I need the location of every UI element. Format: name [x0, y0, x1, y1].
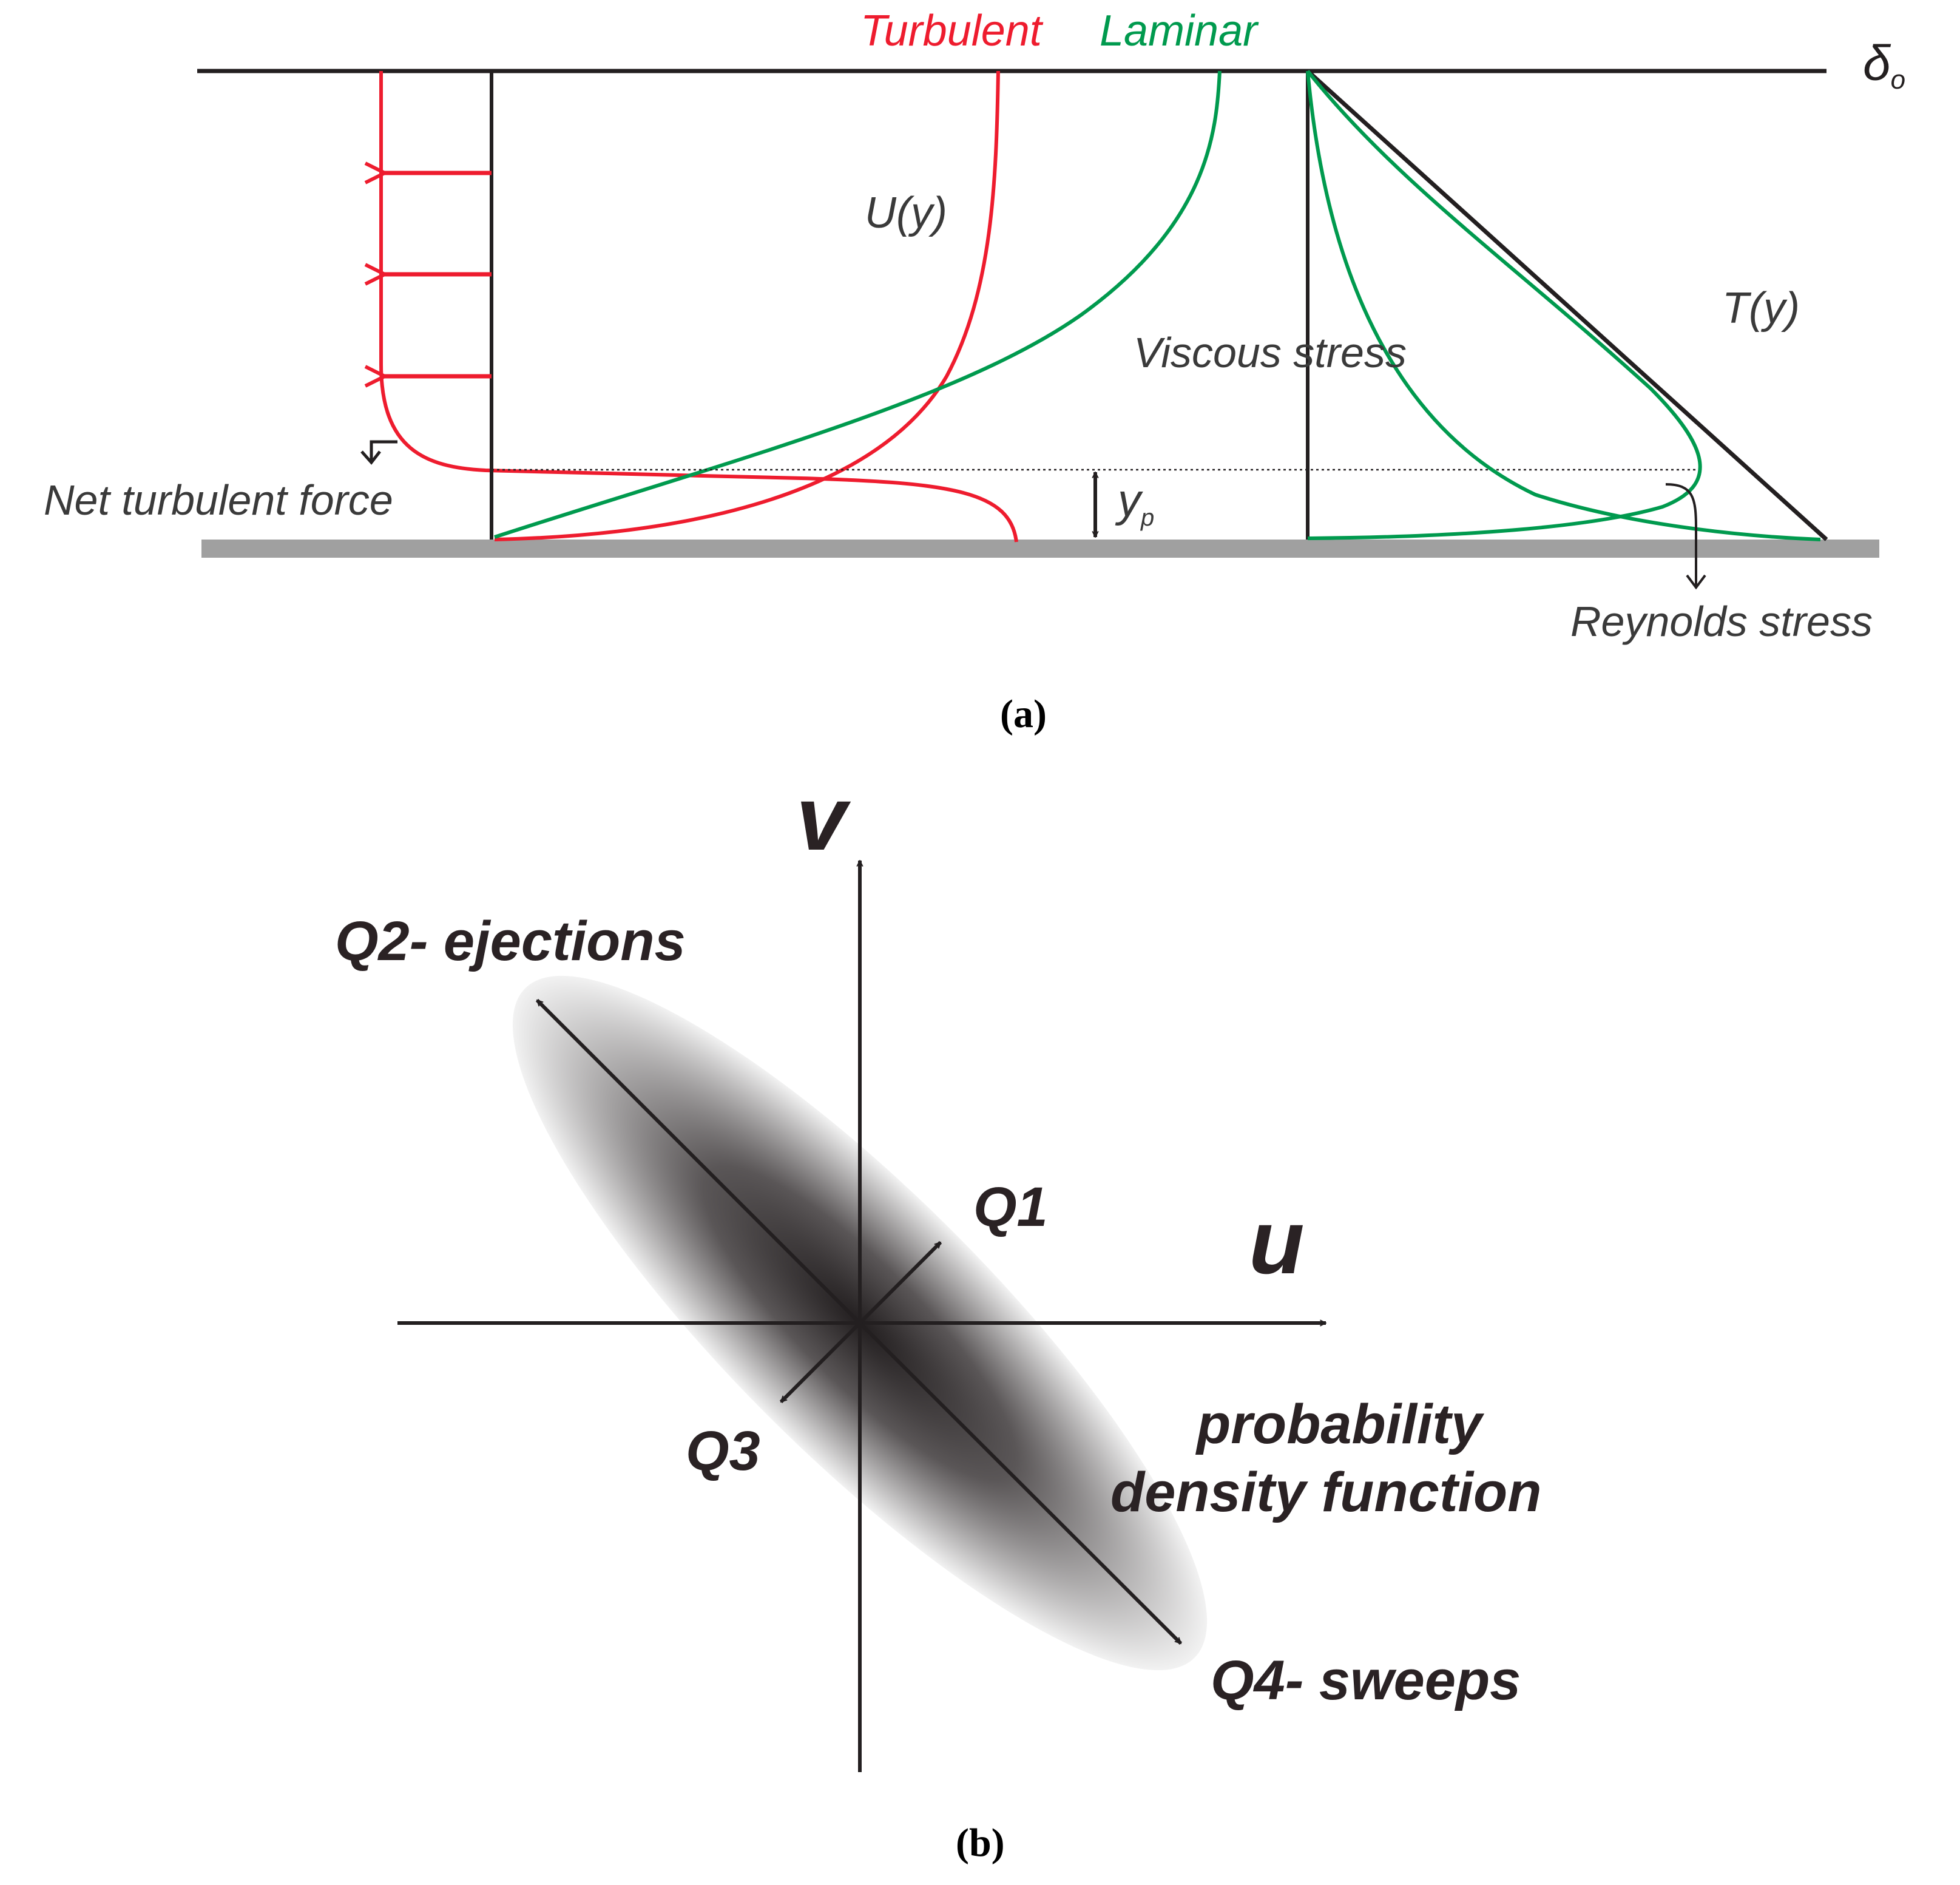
q3-arrow: [779, 1321, 862, 1404]
reynolds-stress-label: Reynolds stress: [1570, 598, 1873, 645]
turbulent-velocity-profile: [494, 70, 1000, 541]
viscous-stress-curve: [1306, 70, 1821, 541]
q4-sweeps-label: Q4- sweeps: [1211, 1650, 1521, 1711]
u-axis-label: u: [1249, 1191, 1305, 1293]
yp-subscript: p: [1140, 504, 1154, 531]
reynolds-stress-curve: [1306, 70, 1702, 540]
caption-a: (a): [1000, 692, 1047, 736]
yp-label: yp: [1115, 475, 1154, 531]
net-turbulent-force-label: Net turbulent force: [44, 476, 393, 524]
legend-laminar: Laminar: [1100, 7, 1259, 55]
q4-sweep-arrow: [858, 1321, 1183, 1645]
net-force-pointer-arrow: [360, 440, 397, 465]
u-of-y-label: U(y): [865, 189, 947, 237]
delta-subscript: o: [1891, 65, 1905, 95]
tau-of-y-label: T(y): [1722, 284, 1800, 333]
q1-label: Q1: [973, 1176, 1048, 1238]
delta-label: δo: [1863, 36, 1905, 95]
net-turbulent-force-curve: [379, 71, 1018, 543]
pdf-label-line1: probability: [1195, 1393, 1484, 1455]
caption-b: (b): [956, 1821, 1005, 1865]
panel-a: Turbulent Laminar δo yp U(y) Net turbule…: [44, 7, 1905, 736]
laminar-velocity-profile: [494, 70, 1222, 539]
reynolds-stress-pointer: [1665, 483, 1706, 590]
q3-label: Q3: [686, 1420, 760, 1482]
legend-turbulent: Turbulent: [860, 7, 1044, 55]
panel-b: v u Q2- ejections Q1 Q3 probability dens…: [335, 767, 1541, 1865]
v-axis-label: v: [796, 767, 851, 869]
total-shear-stress-line: [1306, 69, 1828, 541]
q1-arrow: [858, 1240, 942, 1325]
q2-ejection-arrow: [535, 998, 862, 1325]
q2-ejections-label: Q2- ejections: [335, 910, 686, 972]
wall: [201, 540, 1879, 558]
pdf-label-line2: density function: [1110, 1461, 1541, 1523]
viscous-stress-label: Viscous stress: [1134, 329, 1407, 376]
